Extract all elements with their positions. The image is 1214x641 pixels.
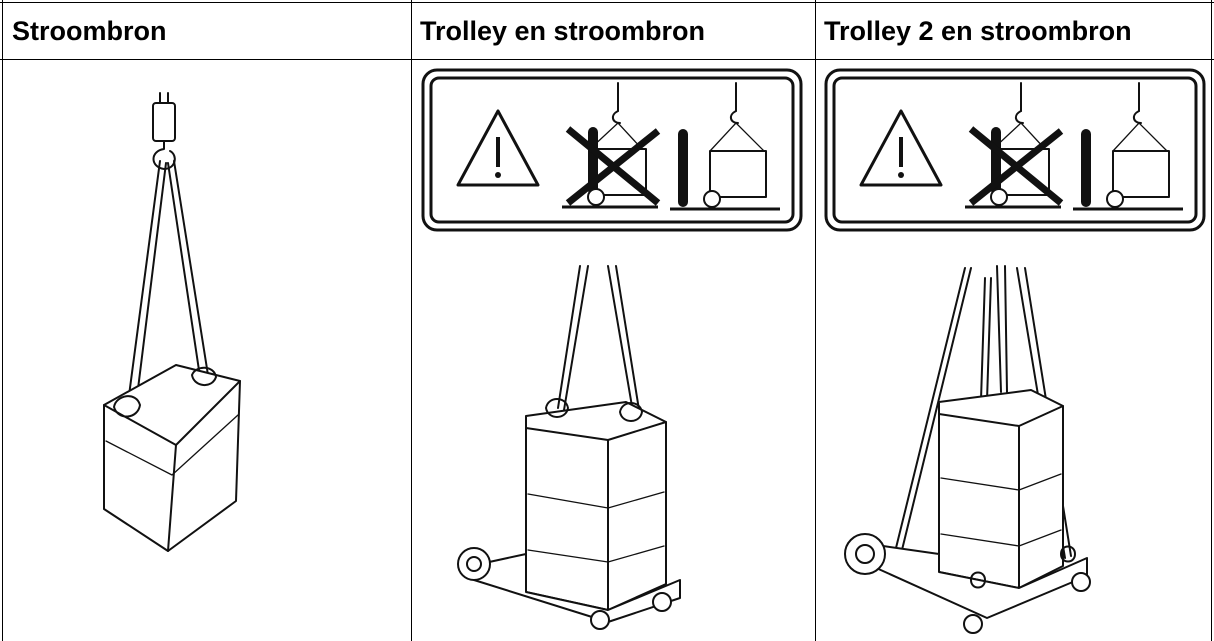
table-right-border (1211, 0, 1212, 641)
hook-icon (154, 141, 175, 169)
column-header-trolley-en-stroombron: Trolley en stroombron (420, 15, 705, 47)
crane-hook-block (153, 103, 175, 141)
power-source-on-trolley-2 (939, 390, 1063, 588)
column-divider-2 (815, 0, 816, 641)
trolley-2-lifting-illustration (835, 262, 1105, 637)
header-divider (0, 59, 1214, 60)
table-top-border (0, 2, 1214, 3)
warning-sign-panel-3 (823, 67, 1207, 233)
table-left-border (2, 0, 3, 641)
column-divider-1 (411, 0, 412, 641)
column-header-stroombron: Stroombron (12, 15, 167, 47)
power-source-lifting-illustration (80, 85, 310, 595)
column-header-trolley-2-en-stroombron: Trolley 2 en stroombron (824, 15, 1132, 47)
power-source-box (104, 365, 240, 551)
warning-sign-panel-2 (420, 67, 804, 233)
trolley-lifting-illustration (440, 262, 700, 634)
